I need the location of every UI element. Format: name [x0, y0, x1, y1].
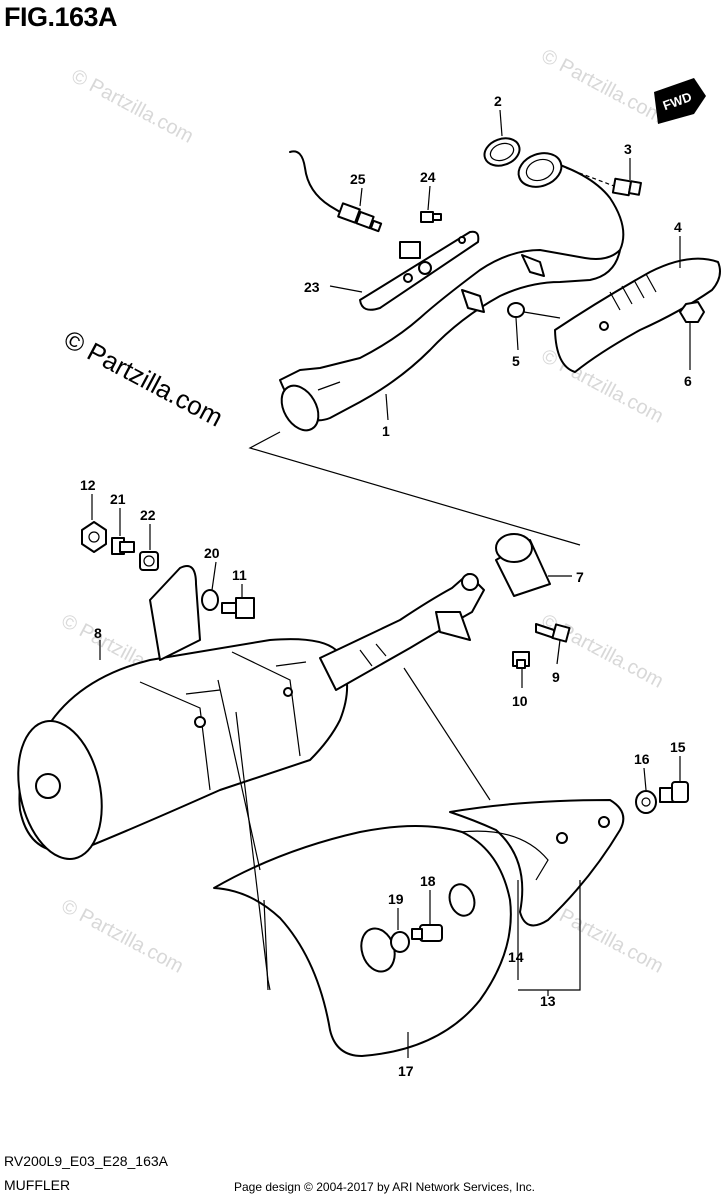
part-7-pipe-sleeve[interactable] [495, 533, 551, 597]
part-12-nut[interactable] [81, 521, 107, 553]
part-5-washer[interactable] [507, 302, 525, 318]
watermark-text: © Partzilla.com [68, 65, 197, 148]
callout-3[interactable]: 3 [624, 141, 632, 157]
callout-12[interactable]: 12 [80, 477, 96, 493]
watermark-main: © Partzilla.com [59, 324, 228, 433]
callout-23[interactable]: 23 [304, 279, 320, 295]
part-23-bracket[interactable] [359, 230, 480, 311]
page-credit: Page design © 2004-2017 by ARI Network S… [234, 1180, 536, 1194]
callout-17[interactable]: 17 [398, 1063, 414, 1079]
callout-18[interactable]: 18 [420, 873, 436, 889]
fwd-arrow-icon [654, 78, 706, 124]
fwd-direction-badge: FWD [654, 78, 706, 124]
part-22-bushing[interactable] [139, 551, 159, 571]
part-1-exhaust-pipe[interactable] [274, 147, 625, 436]
part-3-bolt[interactable] [565, 167, 642, 197]
part-15-bolt[interactable] [659, 781, 689, 803]
figure-name: MUFFLER [4, 1177, 71, 1193]
callout-15[interactable]: 15 [670, 739, 686, 755]
callout-21[interactable]: 21 [110, 491, 126, 507]
callout-19[interactable]: 19 [388, 891, 404, 907]
part-18-bolt[interactable] [411, 924, 443, 942]
watermark-text: © Partzilla.com [538, 345, 667, 428]
part-24-bolt[interactable] [420, 211, 442, 223]
part-25-o2-sensor[interactable] [289, 150, 383, 233]
callout-13[interactable]: 13 [540, 993, 556, 1009]
part-10-bolt[interactable] [512, 651, 530, 669]
assembly-leader-line [248, 431, 581, 546]
callout-8[interactable]: 8 [94, 625, 102, 641]
callout-16[interactable]: 16 [634, 751, 650, 767]
part-17-muffler-cover[interactable] [213, 825, 512, 1057]
part-20-washer[interactable] [201, 589, 219, 611]
part-21-collar[interactable] [111, 537, 135, 555]
callout-9[interactable]: 9 [552, 669, 560, 685]
part-2-gasket[interactable] [481, 134, 524, 171]
figure-title: FIG.163A [4, 2, 118, 32]
callout-6[interactable]: 6 [684, 373, 692, 389]
callout-1[interactable]: 1 [382, 423, 390, 439]
part-number-labels: 2 3 4 5 6 1 23 25 24 7 9 10 8 12 21 22 2… [80, 93, 692, 1079]
callout-11[interactable]: 11 [232, 567, 247, 583]
callout-4[interactable]: 4 [674, 219, 682, 235]
watermark-text: © Partzilla.com [58, 895, 187, 978]
part-8-muffler[interactable] [6, 565, 485, 867]
callout-20[interactable]: 20 [204, 545, 220, 561]
callout-10[interactable]: 10 [512, 693, 528, 709]
part-4-heat-protector[interactable] [554, 257, 721, 373]
callout-25[interactable]: 25 [350, 171, 366, 187]
part-14-protector-rear[interactable] [449, 799, 625, 927]
callout-7[interactable]: 7 [576, 569, 584, 585]
part-11-bolt[interactable] [221, 597, 255, 619]
callout-14[interactable]: 14 [508, 949, 524, 965]
callout-2[interactable]: 2 [494, 93, 502, 109]
part-16-washer[interactable] [635, 790, 657, 814]
callout-5[interactable]: 5 [512, 353, 520, 369]
callout-24[interactable]: 24 [420, 169, 436, 185]
leader-lines [91, 109, 691, 1058]
part-6-nut[interactable] [679, 301, 705, 323]
part-9-bolt[interactable] [535, 623, 571, 643]
watermark-text: © Partzilla.com [538, 45, 667, 128]
part-19-washer[interactable] [390, 931, 410, 953]
callout-22[interactable]: 22 [140, 507, 156, 523]
figure-code: RV200L9_E03_E28_163A [4, 1153, 169, 1169]
